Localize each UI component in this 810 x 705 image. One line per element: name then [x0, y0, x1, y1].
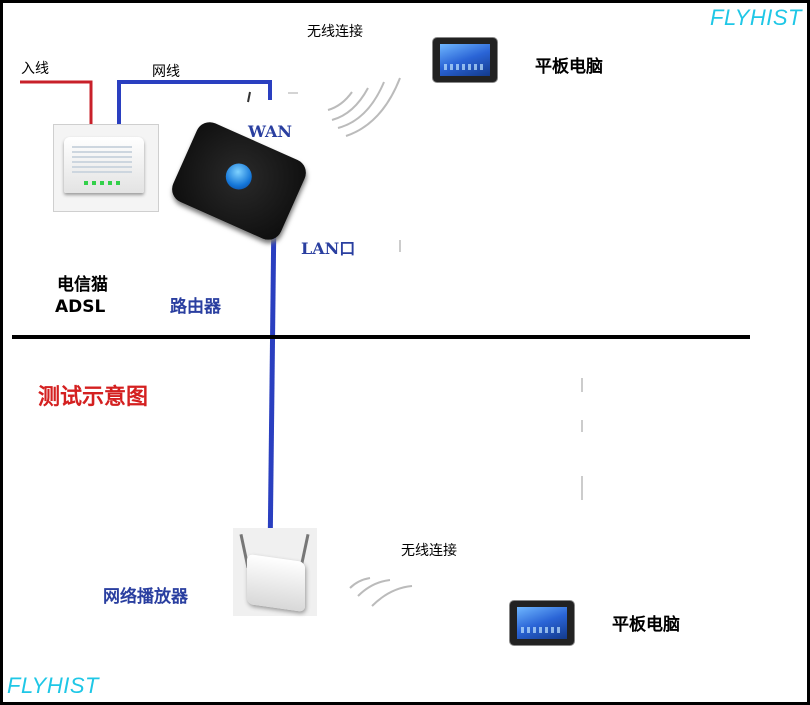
section-divider — [12, 335, 750, 339]
modem-leds — [84, 181, 124, 185]
label-network-player: 网络播放器 — [103, 587, 188, 607]
label-modem-name: 电信猫 — [57, 275, 108, 295]
label-wan: WAN — [248, 122, 292, 141]
watermark-top: FLYHIST — [710, 5, 802, 30]
label-wireless-bottom: 无线连接 — [401, 543, 457, 559]
lan-cable-wire — [267, 209, 277, 561]
label-input-line: 入线 — [21, 61, 49, 77]
router-indicator — [221, 159, 256, 194]
watermark-bottom: FLYHIST — [7, 673, 99, 698]
diagram-title: 测试示意图 — [38, 385, 149, 410]
player-body — [247, 553, 305, 613]
network-cable-wire — [117, 80, 272, 132]
modem-icon — [53, 124, 159, 212]
wifi-signal-icon — [327, 77, 401, 137]
input-line-wire — [20, 80, 93, 132]
label-modem-type: ADSL — [55, 297, 106, 317]
wifi-signal-icon-bottom — [349, 577, 413, 607]
label-tablet-bottom: 平板电脑 — [612, 615, 680, 635]
label-network-cable: 网线 — [152, 64, 180, 80]
modem-vents — [72, 143, 132, 173]
tablet-screen — [440, 44, 490, 76]
label-wireless-top: 无线连接 — [307, 24, 363, 40]
label-tablet-top: 平板电脑 — [535, 57, 603, 77]
label-lan: LAN口 — [301, 239, 356, 258]
tablet-top-icon — [433, 38, 497, 82]
tablet-bottom-icon — [510, 601, 574, 645]
label-router: 路由器 — [170, 297, 221, 317]
network-player-icon — [233, 528, 317, 616]
tablet-screen — [517, 607, 567, 639]
